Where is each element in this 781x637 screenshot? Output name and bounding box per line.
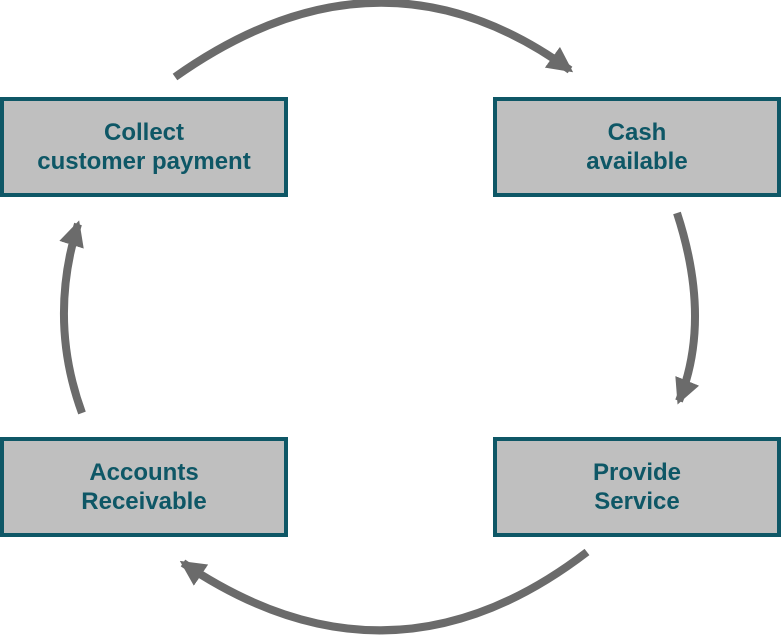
node-label-line: customer payment xyxy=(37,148,251,175)
node-collect-customer-payment: Collect customer payment xyxy=(0,97,288,197)
node-label-line: available xyxy=(586,148,688,175)
node-label-line: Receivable xyxy=(81,488,207,515)
curved-arrow-icon-right xyxy=(673,211,700,405)
curved-arrow-icon-bottom xyxy=(179,548,590,635)
node-label-line: Accounts xyxy=(89,459,199,486)
curved-arrow-icon-top xyxy=(172,0,574,81)
node-label-line: Service xyxy=(594,488,680,515)
curved-arrow-icon-left xyxy=(59,220,86,415)
node-label-line: Cash xyxy=(607,119,667,146)
node-cash-available: Cash available xyxy=(493,97,781,197)
node-label-line: Collect xyxy=(103,119,184,146)
node-accounts-receivable: Accounts Receivable xyxy=(0,437,288,537)
node-label-line: Provide xyxy=(592,459,682,486)
node-provide-service: Provide Service xyxy=(493,437,781,537)
